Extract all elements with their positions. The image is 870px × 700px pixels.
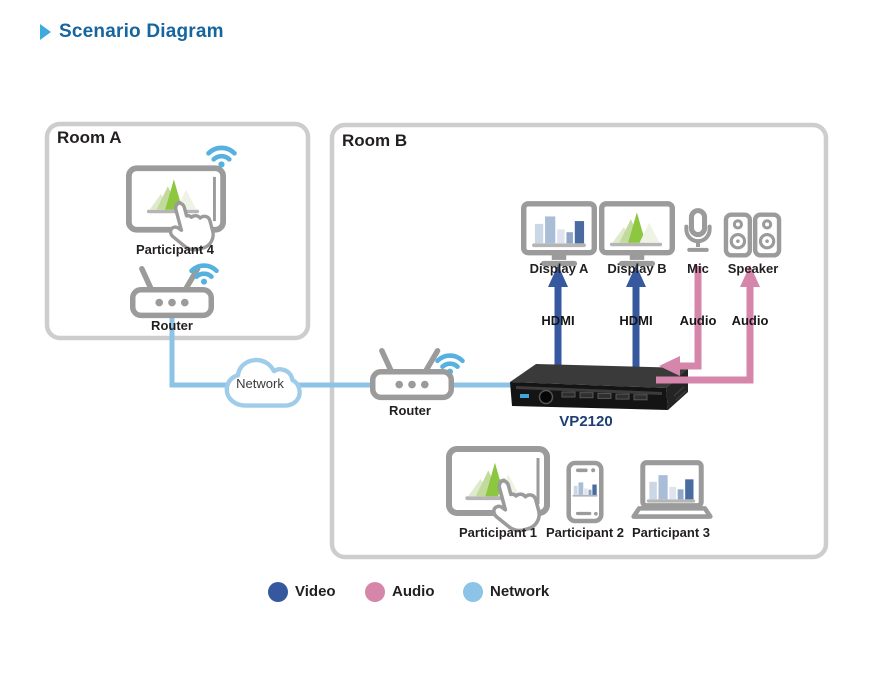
display-b-label: Display B [607,261,667,276]
mic-icon [686,211,709,250]
legend-network-label: Network [490,583,550,600]
room-a-router-wifi-icon [192,266,217,285]
display-a-label: Display A [529,261,589,276]
legend-video-swatch [268,582,288,602]
room-a-router-label: Router [151,318,193,333]
title-bullet-icon [40,24,51,40]
legend-video-label: Video [295,583,336,600]
audio-label-1: Audio [679,313,717,328]
vp2120-device-icon [510,364,688,410]
audio-lines [656,265,760,384]
speaker-icon [726,215,779,256]
legend-audio-label: Audio [392,583,435,600]
page-title: Scenario Diagram [40,21,224,43]
hdmi-label-2: HDMI [619,313,653,328]
room-b-label: Room B [342,131,408,150]
legend-audio-swatch [365,582,385,602]
room-a-tablet-wifi-icon [209,148,235,168]
participant3-label: Participant 3 [631,525,711,540]
vp2120-label: VP2120 [559,413,613,430]
room-b-border [329,122,829,560]
network-line [169,314,514,388]
aten-logo [520,394,529,398]
network-cloud-label: Network [236,376,284,391]
participant2-label: Participant 2 [545,525,625,540]
participant4-label: Participant 4 [135,242,215,257]
room-a-label: Room A [57,128,122,147]
legend-network-swatch [463,582,483,602]
hdmi-label-1: HDMI [541,313,575,328]
hdmi-arrows [548,265,646,378]
page-title-text: Scenario Diagram [59,21,224,42]
audio-label-2: Audio [731,313,769,328]
room-a-border [44,121,311,341]
mic-label: Mic [687,261,709,276]
participant1-label: Participant 1 [458,525,538,540]
speaker-label: Speaker [727,261,779,276]
room-b-router-label: Router [389,403,431,418]
